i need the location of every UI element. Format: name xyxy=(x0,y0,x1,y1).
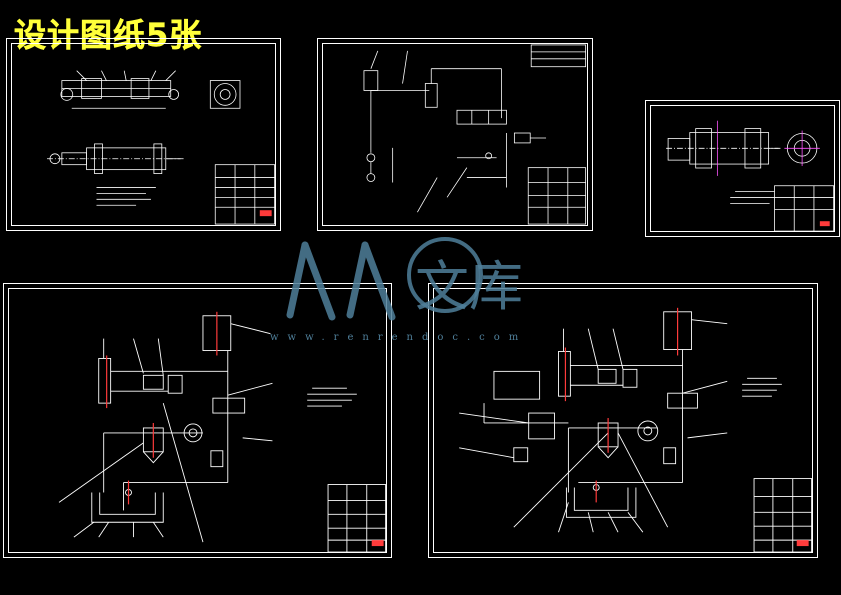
hydraulic-schematic xyxy=(363,44,587,225)
drawing-sheet-1[interactable] xyxy=(6,38,281,231)
drawing-sheet-2[interactable] xyxy=(317,38,593,231)
watermark-url: www.renrendoc.com xyxy=(270,332,528,343)
drawing-sheet-4[interactable] xyxy=(3,283,392,558)
watermark-brand-text: 文库 xyxy=(415,255,523,318)
drawing-sheet-5[interactable] xyxy=(428,283,818,558)
part-drawing xyxy=(666,120,835,232)
piping-diagram-left xyxy=(58,311,387,553)
drawing-sheet-3[interactable] xyxy=(645,100,840,237)
watermark-logo: 文库 xyxy=(286,237,523,321)
cylinder-drawing xyxy=(47,70,276,225)
page-title: 设计图纸5张 xyxy=(14,16,203,55)
piping-diagram-right xyxy=(459,307,813,553)
